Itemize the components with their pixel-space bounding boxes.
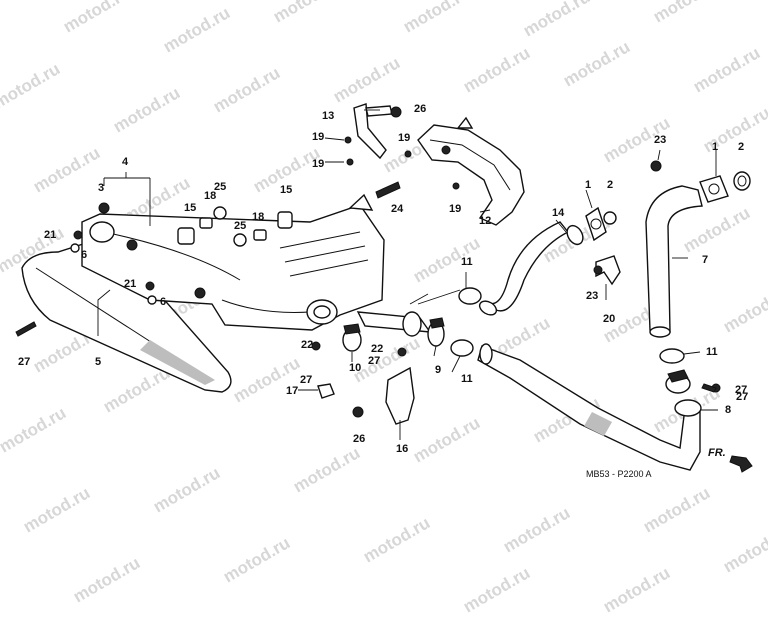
- callout-label: 11: [706, 346, 718, 358]
- bracket-part-13: [353, 103, 393, 160]
- collar-part-15-left: [177, 211, 293, 245]
- muffler-cover-part-5: [21, 235, 232, 393]
- collector-pipe: [356, 311, 432, 337]
- nut-part-25b: [233, 233, 247, 247]
- callout-label: 27: [736, 391, 748, 403]
- gasket-inner-part-2: [737, 175, 747, 187]
- callout-label: 25: [214, 181, 226, 193]
- clamp-part-20: [595, 255, 621, 286]
- gasket-part-11a: [458, 287, 482, 305]
- gasket-part-11b: [450, 339, 474, 357]
- leader-lines: [97, 109, 718, 440]
- muffler-part-4: [81, 193, 385, 331]
- callout-label: 12: [479, 215, 491, 227]
- exhaust-pipe-part-8: [477, 343, 702, 471]
- callout-label: 17: [286, 385, 298, 397]
- callout-label: 11: [461, 373, 473, 385]
- callout-label: 7: [702, 254, 708, 266]
- callout-label: 19: [398, 132, 410, 144]
- callout-label: 27: [300, 374, 312, 386]
- callout-label: 5: [95, 356, 101, 368]
- gasket-part-11c: [659, 348, 685, 364]
- callout-label: 22: [301, 339, 313, 351]
- callout-label: 19: [312, 158, 324, 170]
- callout-label: 27: [735, 384, 747, 396]
- callout-label: 18: [252, 211, 264, 223]
- callout-label: 19: [449, 203, 461, 215]
- callout-label: 6: [160, 296, 166, 308]
- callout-label: 23: [654, 134, 666, 146]
- svg-text:FR.: FR.: [708, 447, 726, 459]
- gasket-part-2b: [603, 211, 617, 225]
- callout-label: 3: [98, 182, 104, 194]
- rubber-part-17: [317, 383, 335, 399]
- callout-label: 20: [603, 313, 615, 325]
- callout-labels: 1122345667891011111112131415151617181819…: [18, 103, 748, 455]
- callout-label: 9: [435, 364, 441, 376]
- front-direction-arrow: FR.: [708, 447, 753, 473]
- clamp-part-9: [427, 317, 445, 347]
- callout-label: 22: [371, 343, 383, 355]
- callout-label: 14: [552, 207, 565, 219]
- callout-label: 18: [204, 190, 216, 202]
- callout-label: 23: [586, 290, 598, 302]
- hardware-bolts: [15, 106, 721, 418]
- callout-label: 8: [725, 404, 731, 416]
- diagram-drawing: FR. MB53 - P2200 A 112234566789101111111…: [15, 103, 753, 479]
- callout-label: 24: [391, 203, 404, 215]
- callout-label: 4: [122, 156, 129, 168]
- callout-label: 13: [322, 110, 334, 122]
- bracket-part-16: [385, 366, 415, 425]
- callout-label: 19: [312, 131, 324, 143]
- flange-part-1: [699, 175, 729, 203]
- flange-part-1b: [585, 206, 607, 242]
- callout-label: 27: [18, 356, 30, 368]
- collar-part-18b: [253, 229, 267, 241]
- collar-part-18: [199, 217, 213, 229]
- callout-label: 2: [738, 141, 744, 153]
- callout-label: 15: [280, 184, 292, 196]
- callout-label: 15: [184, 202, 196, 214]
- callout-label: 25: [234, 220, 246, 232]
- callout-label: 26: [414, 103, 426, 115]
- callout-label: 1: [712, 141, 718, 153]
- exhaust-pipe-part-7: [645, 185, 703, 338]
- callout-label: 21: [124, 278, 136, 290]
- heat-shield-part-12: [417, 116, 525, 226]
- callout-label: 6: [81, 249, 87, 261]
- figure-code: MB53 - P2200 A: [586, 469, 652, 479]
- clamp-part-10-right: [665, 369, 691, 394]
- callout-label: 2: [607, 179, 613, 191]
- callout-label: 26: [353, 433, 365, 445]
- nut-part-25: [213, 206, 227, 220]
- callout-label: 21: [44, 229, 56, 241]
- gasket-part-2: [733, 171, 751, 191]
- callout-label: 1: [585, 179, 591, 191]
- callout-label: 16: [396, 443, 408, 455]
- callout-label: 10: [349, 362, 361, 374]
- callout-label: 27: [368, 355, 380, 367]
- callout-label: 11: [461, 256, 473, 268]
- joint-pipe-part-14: [478, 221, 584, 316]
- clamp-part-10-left: [342, 323, 362, 352]
